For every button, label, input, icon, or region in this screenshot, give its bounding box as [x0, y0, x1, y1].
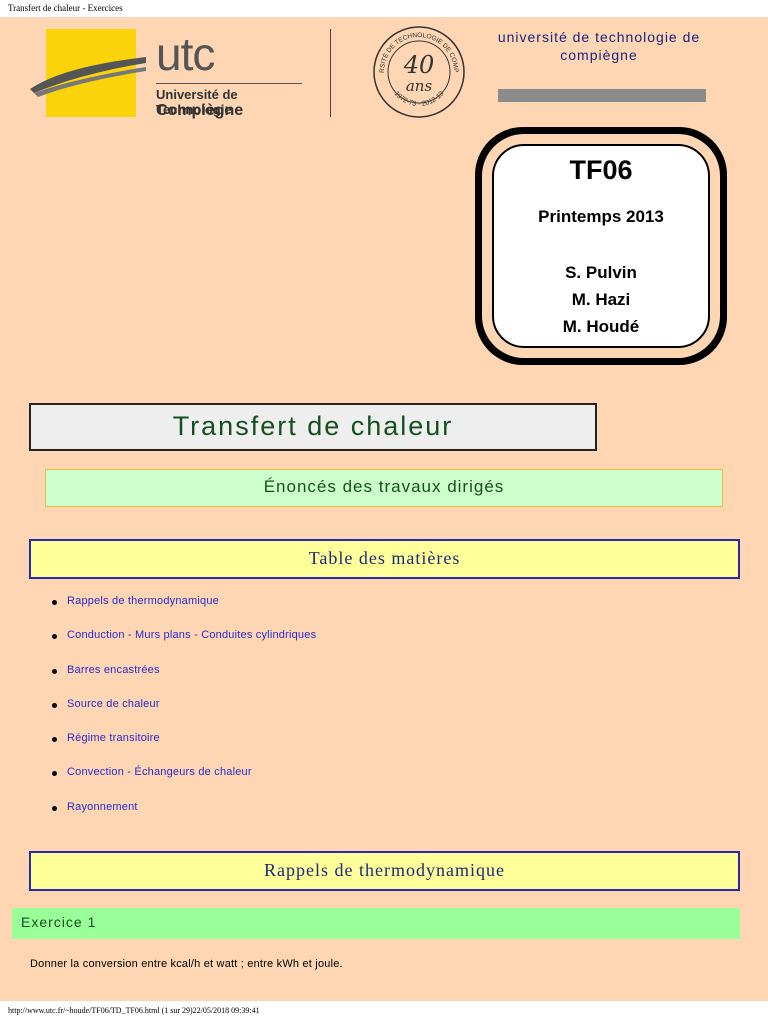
- page-title-box: Transfert de chaleur: [29, 403, 597, 451]
- university-name-line-2: compiègne: [560, 47, 638, 63]
- author-1: S. Pulvin: [565, 263, 637, 282]
- page: utc Université de Technologie Compiègne …: [0, 17, 768, 1001]
- logo-line-1: Université de Technologie: [156, 87, 238, 117]
- exercise-bar: Exercice 1: [12, 908, 740, 939]
- grey-bar: [498, 89, 706, 102]
- logo-line-2: Compiègne: [156, 102, 244, 119]
- print-footer: http://www.utc.fr/~houde/TF06/TD_TF06.ht…: [8, 1006, 260, 1015]
- bullet-icon: [52, 600, 57, 605]
- toc-heading: Table des matières: [308, 548, 461, 568]
- toc-link-conduction[interactable]: Conduction - Murs plans - Conduites cyli…: [67, 629, 317, 642]
- course-authors: S. Pulvin M. Hazi M. Houdé: [475, 259, 727, 340]
- logo-utc-text: utc: [156, 28, 215, 80]
- course-badge: [492, 144, 710, 348]
- exercise-label: Exercice 1: [21, 914, 97, 930]
- logo-wing-icon: [30, 57, 146, 97]
- toc-heading-box: Table des matières: [29, 539, 740, 579]
- bullet-icon: [52, 702, 57, 708]
- section-heading: Rappels de thermodynamique: [264, 860, 505, 880]
- course-code: TF06: [569, 155, 633, 185]
- toc-link-transitoire[interactable]: Régime transitoire: [67, 732, 160, 745]
- bullet-icon: [52, 668, 57, 674]
- logo-divider: [156, 83, 302, 84]
- page-title: Transfert de chaleur: [172, 411, 454, 441]
- bullet-icon: [52, 805, 57, 811]
- toc-link-convection[interactable]: Convection - Échangeurs de chaleur: [67, 766, 252, 779]
- bullet-icon: [52, 737, 57, 743]
- author-3: M. Houdé: [562, 317, 640, 336]
- exercise-question: Donner la conversion entre kcal/h et wat…: [30, 958, 343, 970]
- header-separator: [330, 29, 331, 117]
- subtitle-box: Énoncés des travaux dirigés: [45, 469, 723, 507]
- page-subtitle: Énoncés des travaux dirigés: [263, 477, 505, 496]
- print-header: Transfert de chaleur - Exercices: [8, 3, 123, 13]
- bullet-icon: [52, 634, 57, 640]
- university-name: université de technologie de compiègne: [464, 28, 734, 64]
- university-name-line-1: université de technologie de: [497, 29, 701, 45]
- utc-logo: utc Université de Technologie Compiègne: [28, 28, 308, 121]
- toc-link-thermodynamique[interactable]: Rappels de thermodynamique: [67, 595, 219, 607]
- course-semester: Printemps 2013: [538, 207, 664, 226]
- author-2: M. Hazi: [571, 290, 631, 309]
- seal-word: ans: [406, 77, 433, 95]
- toc-link-source[interactable]: Source de chaleur: [67, 697, 160, 710]
- bullet-icon: [52, 771, 57, 777]
- toc-link-barres[interactable]: Barres encastrées: [67, 663, 160, 676]
- seal-number: 40: [403, 51, 435, 79]
- toc-link-rayonnement[interactable]: Rayonnement: [67, 800, 138, 813]
- anniversary-seal-icon: UNIVERSITÉ DE TECHNOLOGIE DE COMPIÈGNE 1…: [372, 25, 465, 118]
- section-heading-box: Rappels de thermodynamique: [29, 851, 740, 891]
